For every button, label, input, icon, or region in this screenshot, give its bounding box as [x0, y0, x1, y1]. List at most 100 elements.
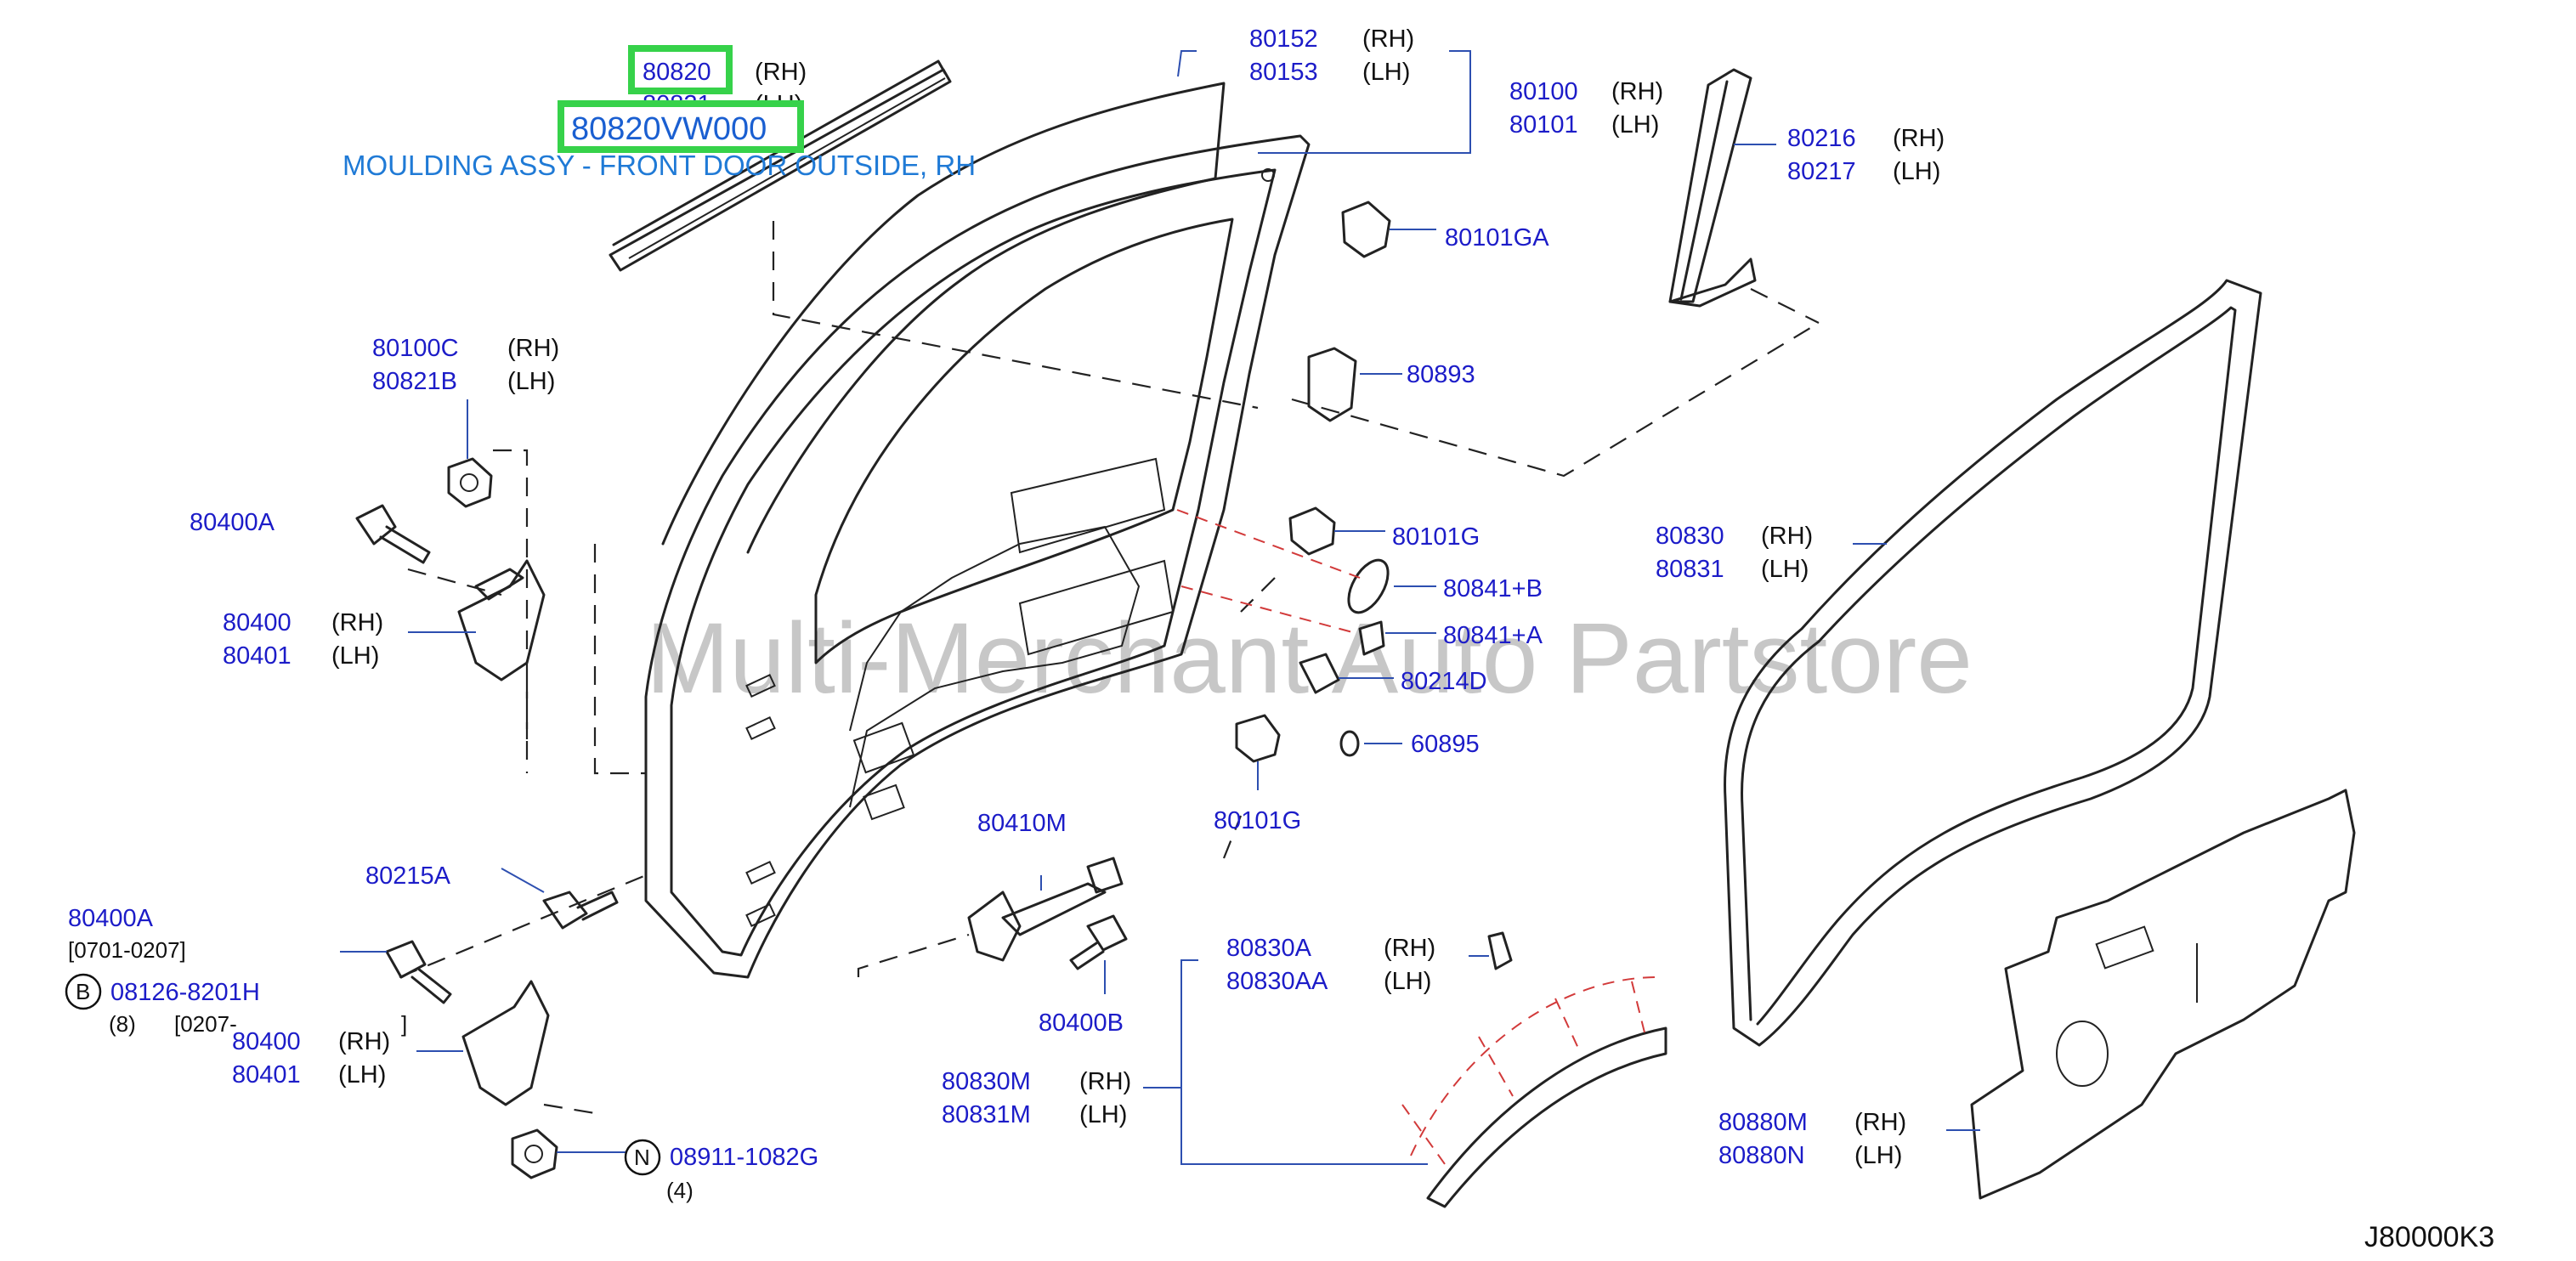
bolt-80400b[interactable]: [1069, 914, 1128, 970]
part-number-60895[interactable]: 60895: [1411, 731, 1480, 758]
part-number-80217[interactable]: 80217: [1787, 158, 1856, 185]
door-hinge-upper[interactable]: [457, 559, 546, 681]
part-number-80893[interactable]: 80893: [1407, 361, 1475, 388]
door-bolt-holes: [745, 673, 776, 928]
part-number-80400a-lower[interactable]: 80400A: [68, 905, 154, 932]
highlighted-full-part-number[interactable]: 80820VW000: [571, 111, 767, 147]
part-number-80100[interactable]: 80100: [1509, 78, 1578, 105]
part-number-08911-1082g[interactable]: 08911-1082G: [670, 1144, 818, 1171]
highlighted-part-description: MOULDING ASSY - FRONT DOOR OUTSIDE, RH: [343, 150, 976, 181]
side-label: (LH): [507, 368, 555, 395]
part-number-80152[interactable]: 80152: [1249, 25, 1318, 53]
front-door-shell[interactable]: [644, 134, 1311, 979]
side-label: (RH): [1761, 523, 1813, 550]
nut-symbol-circle: [624, 1139, 661, 1176]
bolt-quantity: (8): [109, 1011, 136, 1037]
part-number-80830a[interactable]: 80830A: [1226, 935, 1312, 962]
side-label: (LH): [1079, 1101, 1127, 1128]
bolt-date-range-end: ]: [401, 1011, 407, 1037]
side-label: (LH): [1362, 59, 1410, 86]
side-label: (RH): [331, 609, 383, 636]
clip-80830a[interactable]: [1487, 931, 1513, 970]
part-number-80214d[interactable]: 80214D: [1401, 668, 1487, 695]
part-number-80831[interactable]: 80831: [1656, 556, 1724, 583]
door-check-link[interactable]: [967, 857, 1124, 962]
door-moulding-strip[interactable]: [609, 59, 952, 272]
part-number-80841b[interactable]: 80841+B: [1443, 575, 1543, 602]
part-number-80101ga[interactable]: 80101GA: [1445, 224, 1549, 252]
clip-80101ga[interactable]: [1341, 201, 1391, 258]
part-number-80401-upper[interactable]: 80401: [223, 642, 292, 670]
highlight-box-full-part: [558, 100, 804, 153]
door-trim-panel[interactable]: [1970, 789, 2356, 1200]
door-sash-trim: [661, 82, 1226, 554]
leader-lines: [340, 50, 1980, 1165]
part-number-80400a[interactable]: 80400A: [190, 509, 275, 536]
hinge-bolt-lower[interactable]: [385, 940, 452, 1004]
part-number-80101[interactable]: 80101: [1509, 111, 1578, 139]
part-number-80820[interactable]: 80820: [643, 59, 711, 86]
side-label: (LH): [1761, 556, 1809, 583]
striker-bolt[interactable]: [542, 891, 619, 930]
part-number-80216[interactable]: 80216: [1787, 125, 1856, 152]
side-label: (LH): [331, 642, 379, 670]
plug-80101g-upper[interactable]: [1288, 506, 1336, 556]
bolt-symbol-letter: B: [76, 979, 90, 1004]
hinge-nut-lower[interactable]: [511, 1128, 558, 1179]
part-number-80100c[interactable]: 80100C: [372, 335, 459, 362]
door-weatherstrip[interactable]: [1724, 279, 2262, 1047]
part-number-80101g-upper[interactable]: 80101G: [1392, 523, 1480, 551]
side-label: (RH): [755, 59, 807, 86]
diagram-code: J80000K3: [2364, 1221, 2494, 1253]
side-label: (RH): [1362, 25, 1414, 53]
part-number-80400-lower[interactable]: 80400: [232, 1028, 301, 1055]
seal-80841b[interactable]: [1340, 554, 1396, 619]
hinge-bolt-upper[interactable]: [355, 504, 431, 564]
part-number-80101g-lower[interactable]: 80101G: [1214, 807, 1301, 834]
side-label: (RH): [1384, 935, 1435, 962]
part-number-80400-upper[interactable]: 80400: [223, 609, 292, 636]
side-label: (LH): [1384, 968, 1431, 995]
part-number-80400b[interactable]: 80400B: [1039, 1009, 1124, 1037]
part-number-80821b[interactable]: 80821B: [372, 368, 457, 395]
side-label: (RH): [1893, 125, 1945, 152]
door-sash-channel[interactable]: [1668, 68, 1757, 308]
side-label: (RH): [1611, 78, 1663, 105]
part-number-80880n[interactable]: 80880N: [1718, 1142, 1805, 1169]
part-number-80830[interactable]: 80830: [1656, 523, 1724, 550]
side-label: (LH): [1893, 158, 1940, 185]
part-number-80830aa[interactable]: 80830AA: [1226, 968, 1328, 995]
side-label: (LH): [338, 1061, 386, 1089]
part-number-80830m[interactable]: 80830M: [942, 1068, 1031, 1095]
part-number-80831m[interactable]: 80831M: [942, 1101, 1031, 1128]
wheel-arch-moulding[interactable]: [1426, 1026, 1667, 1208]
nut-quantity: (4): [666, 1178, 694, 1203]
side-label: (RH): [1079, 1068, 1131, 1095]
part-number-08126-8201h[interactable]: 08126-8201H: [110, 979, 260, 1006]
side-label: (LH): [1611, 111, 1659, 139]
highlight-box-part: [628, 45, 733, 94]
nut-symbol-letter: N: [634, 1145, 650, 1170]
seal-80841a[interactable]: [1358, 620, 1385, 656]
date-range-note: [0701-0207]: [68, 937, 186, 963]
side-label: (LH): [1854, 1142, 1902, 1169]
plug-60895[interactable]: [1339, 730, 1360, 757]
part-number-80215a[interactable]: 80215A: [365, 862, 451, 890]
plug-80101g-lower[interactable]: [1235, 714, 1281, 763]
side-label: (RH): [507, 335, 559, 362]
hinge-nut-upper[interactable]: [447, 457, 493, 508]
bolt-symbol-circle: [65, 973, 102, 1010]
bolt-80214d[interactable]: [1299, 653, 1340, 694]
part-number-80841a[interactable]: 80841+A: [1443, 622, 1543, 649]
part-number-80880m[interactable]: 80880M: [1718, 1109, 1808, 1136]
clip-80893[interactable]: [1307, 347, 1357, 422]
part-number-80401-lower[interactable]: 80401: [232, 1061, 301, 1089]
door-hinge-lower[interactable]: [461, 980, 550, 1106]
part-number-80153[interactable]: 80153: [1249, 59, 1318, 86]
side-label: (RH): [1854, 1109, 1906, 1136]
side-label: (RH): [338, 1028, 390, 1055]
seal-guide-lines: [1176, 509, 1658, 1165]
part-number-80410m[interactable]: 80410M: [977, 810, 1067, 837]
